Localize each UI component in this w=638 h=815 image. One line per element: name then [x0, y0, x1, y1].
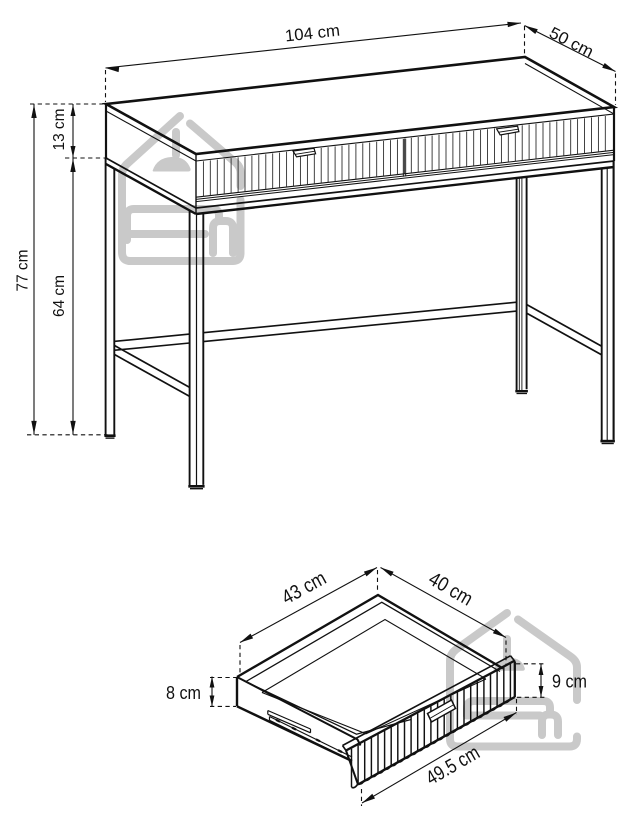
svg-text:13 cm: 13 cm	[51, 109, 68, 151]
svg-text:104 cm: 104 cm	[284, 22, 341, 46]
svg-text:77 cm: 77 cm	[15, 250, 32, 292]
svg-text:9 cm: 9 cm	[552, 672, 587, 692]
svg-text:64 cm: 64 cm	[51, 275, 68, 317]
svg-text:8 cm: 8 cm	[166, 683, 201, 703]
